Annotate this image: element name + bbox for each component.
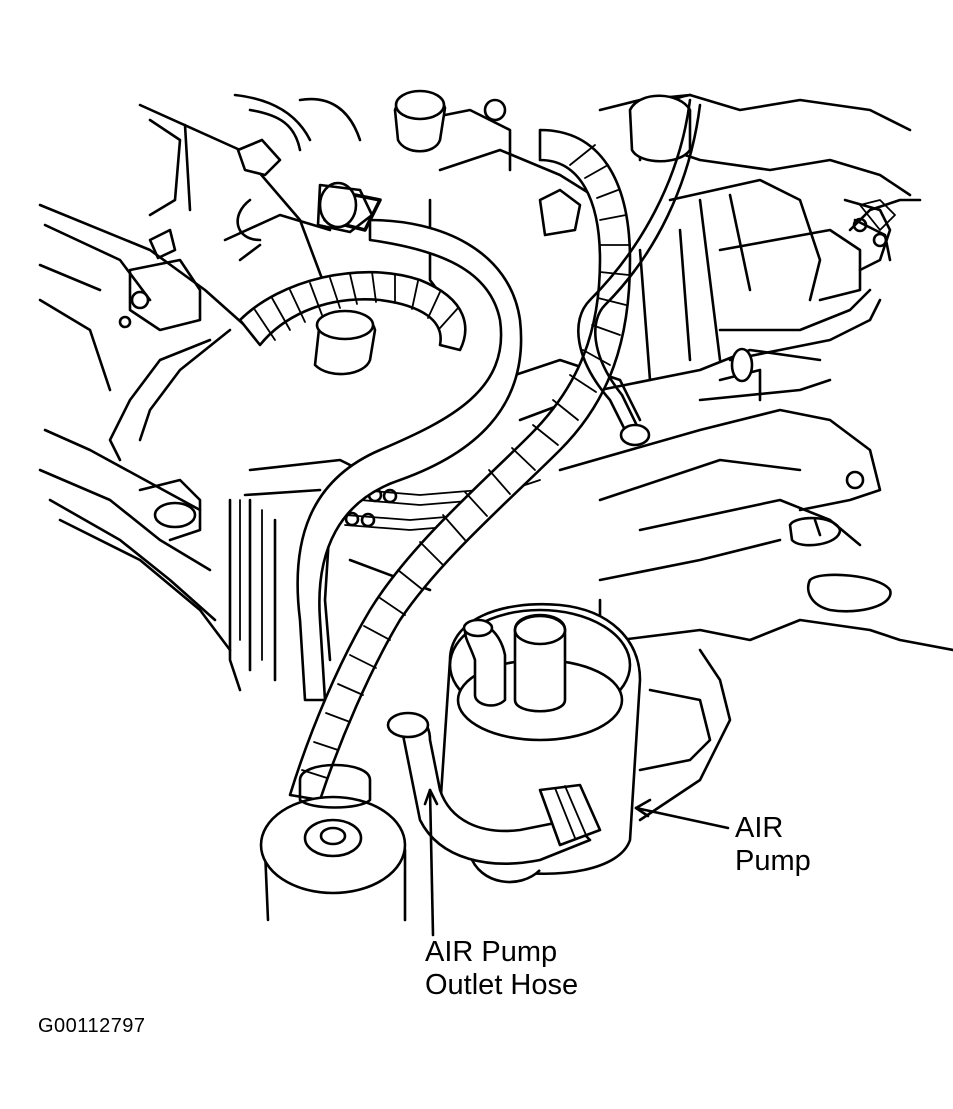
- air-pump-leader-line: [634, 806, 730, 830]
- top-fittings: [236, 89, 692, 177]
- callout-leaders: [423, 788, 730, 937]
- air-pump-outlet-hose: [386, 711, 602, 865]
- air-pump-label-line-2: Pump: [735, 845, 811, 877]
- figure-id: G00112797: [38, 1015, 146, 1037]
- outlet-hose-label-line-1: AIR Pump: [425, 936, 558, 968]
- outlet-hose-label-line-2: Outlet Hose: [425, 969, 579, 1001]
- air-pump-label-line-1: AIR: [735, 812, 784, 844]
- air-pump-outlet-hose-label: AIR Pump Outlet Hose: [425, 936, 578, 1002]
- engine-structure: [38, 93, 953, 822]
- s-shaped-hose: [296, 181, 523, 702]
- bottom-canister: [259, 763, 407, 922]
- vacuum-line: [577, 98, 896, 447]
- outlet-hose-leader-line: [428, 788, 435, 937]
- air-pump-label: AIR Pump: [735, 812, 811, 878]
- corrugated-hose-upper: [238, 270, 467, 376]
